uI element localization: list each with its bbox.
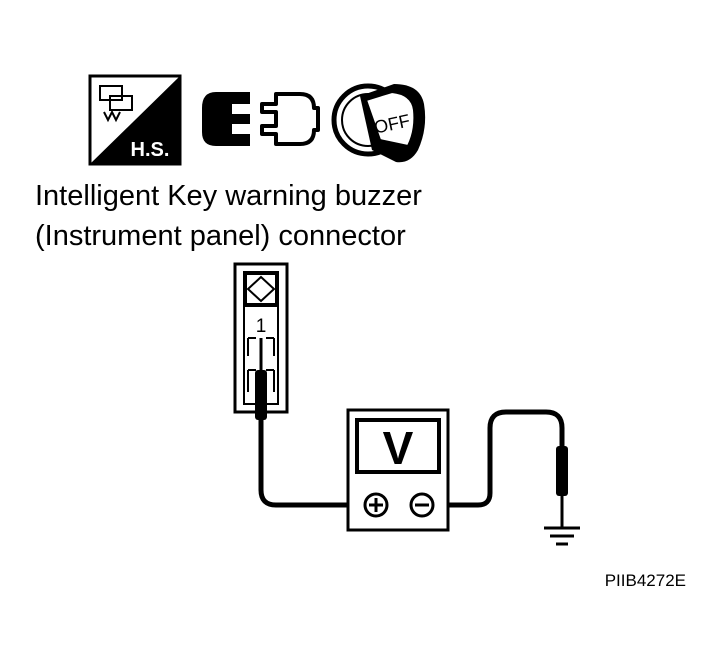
- positive-probe: [255, 338, 267, 420]
- positive-terminal-icon: [363, 492, 389, 518]
- negative-lead-wire: [419, 409, 565, 508]
- ignition-off-icon: OFF: [331, 83, 426, 163]
- connector-lock-icon: [246, 275, 276, 303]
- disconnect-connector-icon: [202, 92, 320, 146]
- connector-title-line-2: (Instrument panel) connector: [35, 220, 406, 252]
- connector-title-line-1: Intelligent Key warning buzzer: [35, 180, 422, 212]
- negative-probe: [556, 446, 568, 528]
- harness-side-icon: H.S.: [88, 74, 182, 166]
- connector-pin-number: 1: [256, 316, 267, 337]
- voltmeter-display-label: V: [383, 422, 414, 474]
- ground-icon: [544, 526, 580, 546]
- harness-side-label: H.S.: [131, 139, 170, 161]
- positive-lead-wire: [258, 417, 379, 508]
- voltmeter: V: [346, 408, 450, 532]
- negative-terminal-icon: [409, 492, 435, 518]
- figure-code: PIIB4272E: [605, 571, 686, 590]
